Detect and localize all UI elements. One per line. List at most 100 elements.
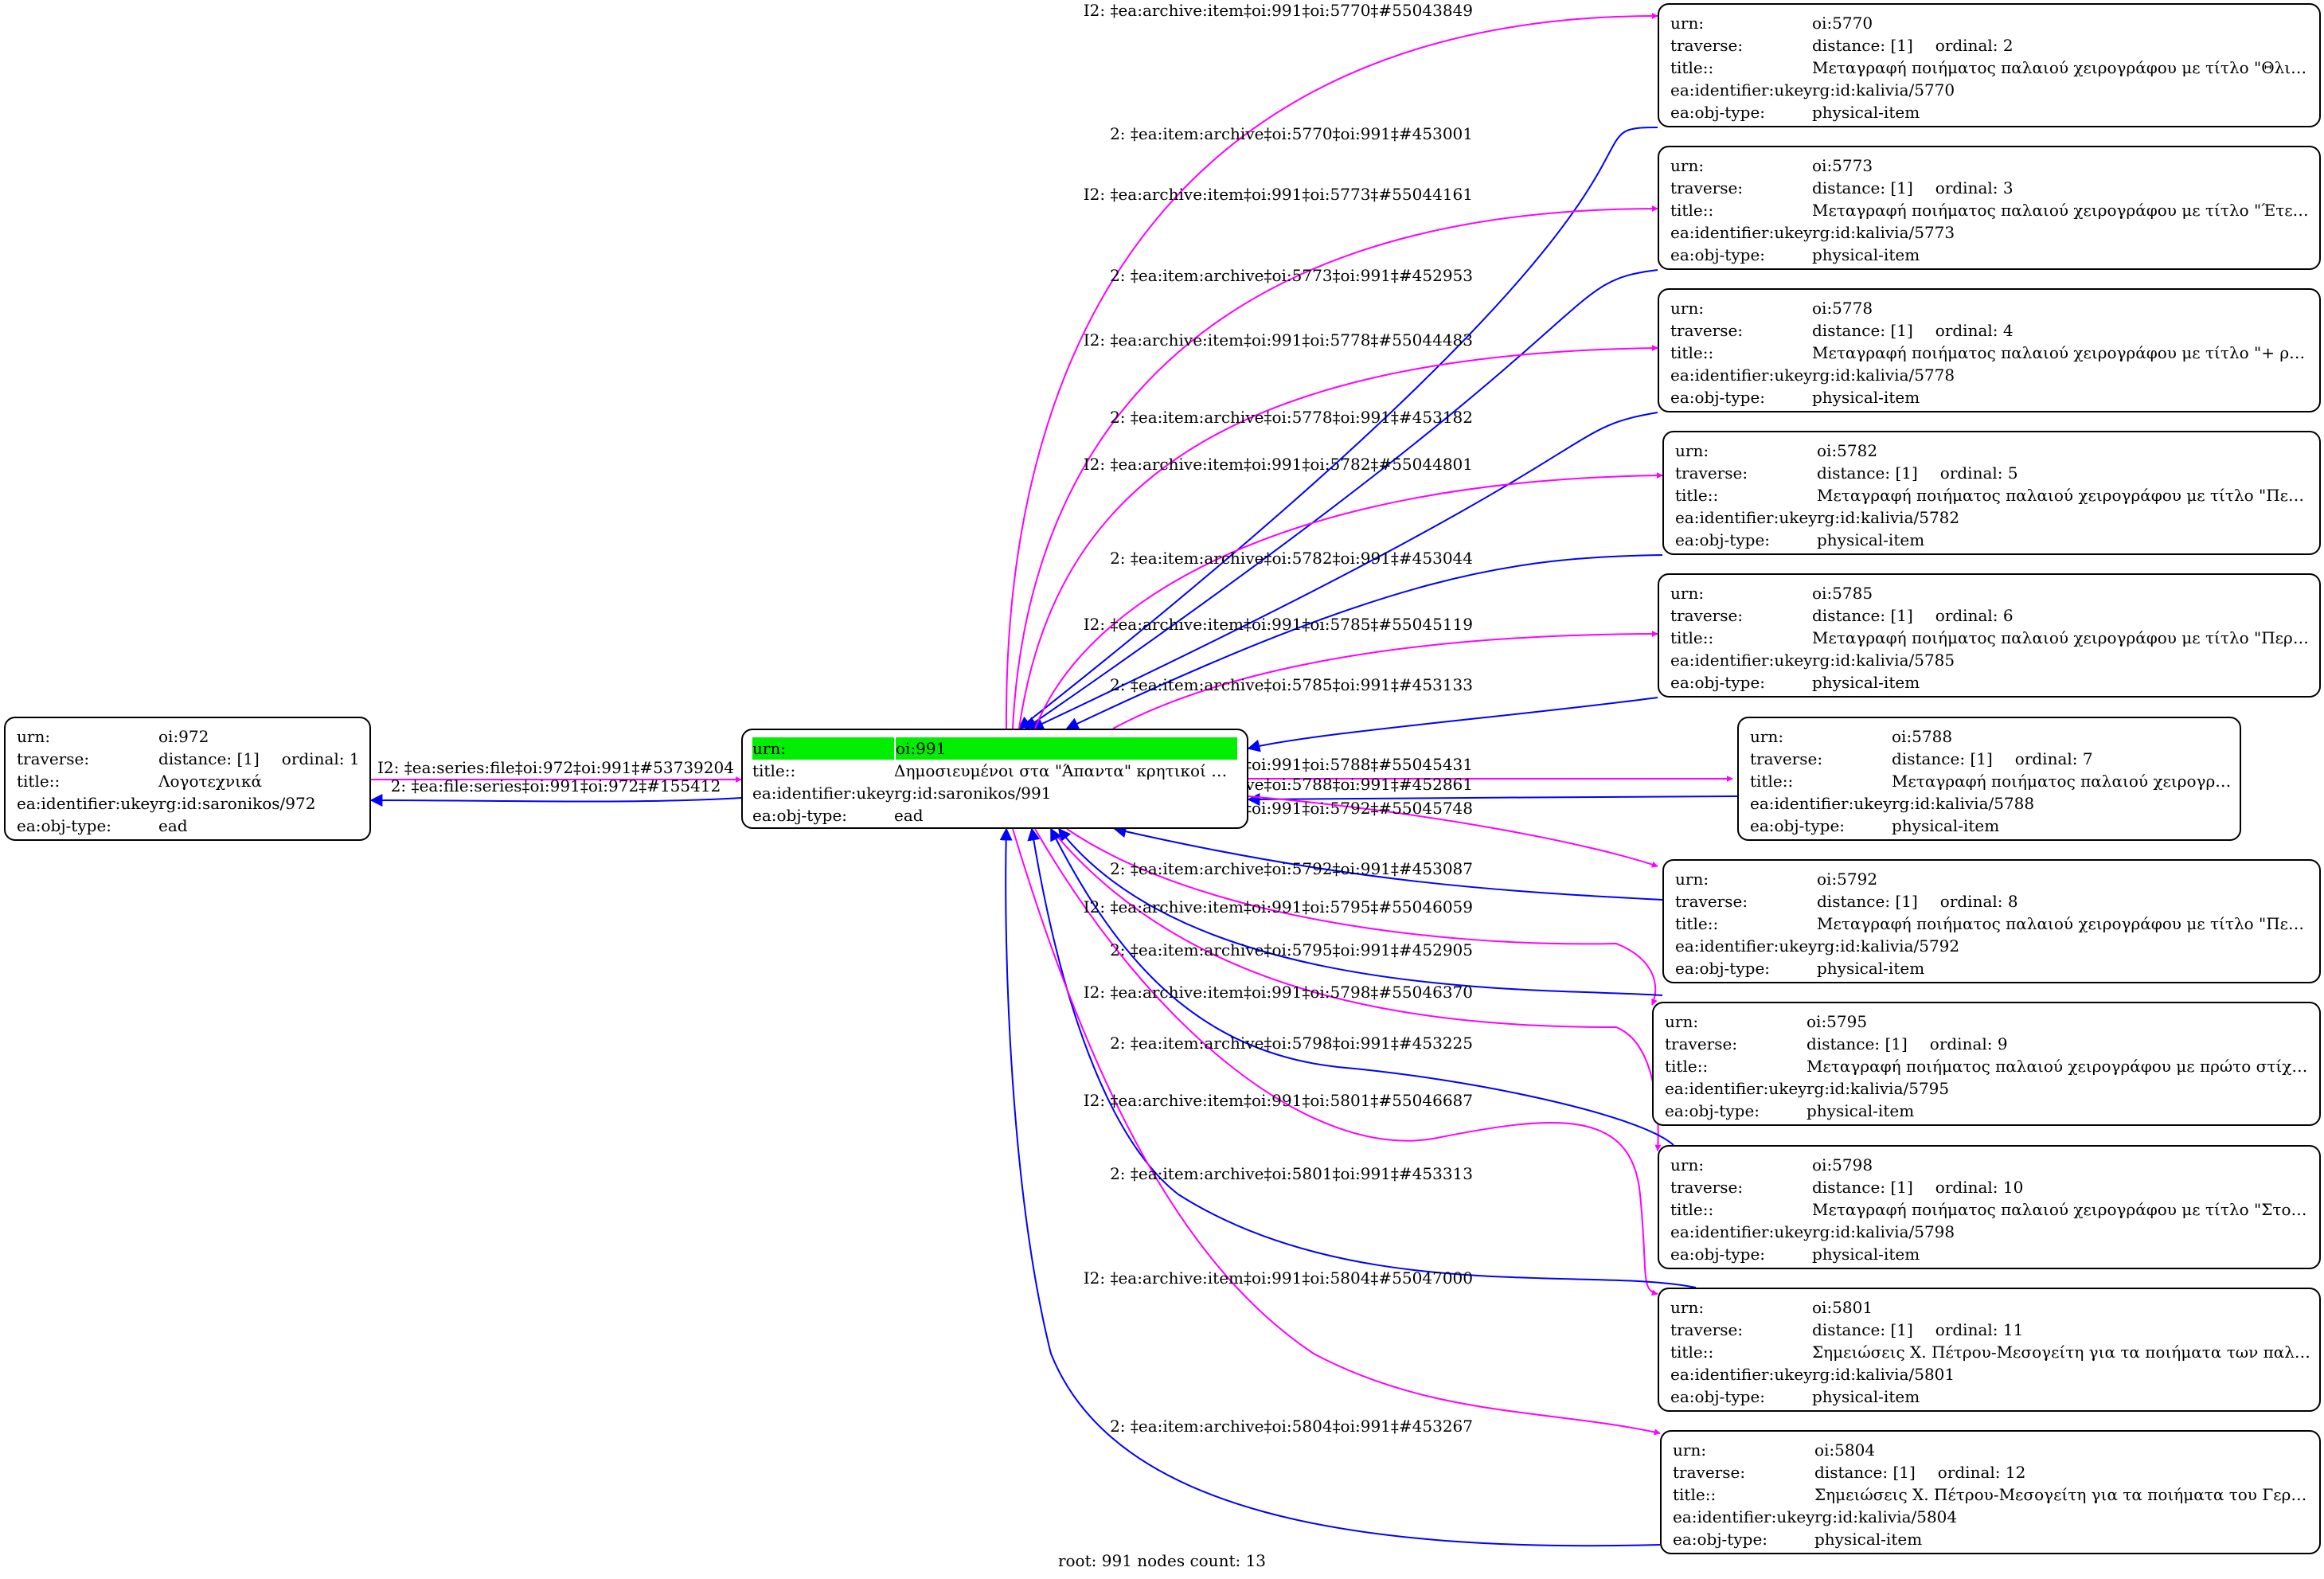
edge-reverse (1247, 792, 1738, 806)
parent-node[interactable]: urn:oi:972 traverse:distance: [1]ordinal… (4, 717, 371, 841)
edge-label-forward: I2: ‡ea:archive:item‡oi:991‡oi:5804‡#550… (1084, 1268, 1473, 1288)
title-row: title::Μεταγραφή ποιήματος παλαιού χειρο… (1670, 342, 2311, 364)
urn-row: urn:oi:5804 (1673, 1439, 2311, 1461)
distance-value: distance: [1] (1812, 321, 1913, 340)
field-label: ea:obj-type: (1673, 1530, 1768, 1549)
field-label: urn: (1675, 870, 1709, 889)
distance-value: distance: [1] (1806, 1034, 1908, 1053)
edge-label-reverse: 2: ‡ea:item:archive‡oi:5782‡oi:991‡#4530… (1110, 549, 1473, 568)
edge-label-forward: I2: ‡ea:archive:item‡oi:991‡oi:5798‡#550… (1084, 983, 1473, 1002)
field-label: title:: (1670, 58, 1714, 77)
objtype-row: ea:obj-type:ead (752, 804, 1237, 827)
edge-label-forward: I2: ‡ea:archive:item‡oi:991‡oi:5773‡#550… (1084, 185, 1473, 204)
field-label: urn: (1670, 1155, 1705, 1174)
objtype-row: ea:obj-type:physical-item (1670, 671, 2311, 694)
objtype-value: ead (158, 816, 188, 835)
traverse-row: traverse:distance: [1]ordinal: 3 (1670, 177, 2311, 199)
edge-label-forward: I2: ‡ea:archive:item‡oi:991‡oi:5782‡#550… (1084, 455, 1473, 474)
field-label: traverse: (1675, 463, 1748, 483)
ordinal-value: ordinal: 3 (1935, 178, 2013, 197)
traverse-row: traverse:distance: [1]ordinal: 5 (1675, 462, 2311, 484)
edge-label-reverse: 2: ‡ea:item:archive‡oi:5792‡oi:991‡#4530… (1110, 859, 1473, 878)
field-label: urn: (17, 727, 51, 746)
field-label: ea:identifier:ukey (1673, 1507, 1814, 1526)
field-label: ea:obj-type: (1670, 1387, 1766, 1406)
edge-label-forward: I2: ‡ea:archive:item‡oi:991‡oi:5801‡#550… (1084, 1091, 1473, 1110)
urn-row: urn:oi:991 (752, 737, 1237, 760)
objtype-row: ea:obj-type:physical-item (1670, 386, 2311, 408)
objtype-row: ea:obj-type:physical-item (1670, 1386, 2311, 1408)
title-row: title::Μεταγραφή ποιήματος παλαιού χειρο… (1670, 199, 2311, 221)
edge-forward (1112, 631, 1658, 729)
field-label: traverse: (1665, 1034, 1738, 1053)
title-row: title::Μεταγραφή ποιήματος παλαιού χειρο… (1750, 770, 2232, 792)
field-label: ea:obj-type: (752, 806, 848, 825)
urn-row: urn:oi:5788 (1750, 725, 2232, 748)
field-label: urn: (752, 737, 896, 760)
field-label: ea:identifier:ukey (1670, 223, 1812, 242)
ordinal-value: ordinal: 4 (1935, 321, 2013, 340)
distance-value: distance: [1] (1812, 606, 1913, 625)
ukey-value: rg:id:kalivia/5804 (1814, 1507, 1958, 1526)
ukey-value: rg:id:kalivia/5798 (1812, 1222, 1955, 1241)
title-row: title::Δημοσιευμένοι στα "Άπαντα" κρητικ… (752, 760, 1237, 782)
ukey-value: rg:id:kalivia/5795 (1806, 1079, 1950, 1098)
urn-row: urn:oi:972 (17, 725, 361, 748)
field-label: ea:identifier:ukey (1670, 651, 1812, 670)
traverse-row: traverse:distance: [1]ordinal: 6 (1670, 604, 2311, 627)
field-label: traverse: (1670, 1320, 1744, 1339)
title-value: Μεταγραφή ποιήματος παλαιού χειρογράφου (1892, 772, 2232, 791)
edge-label-forward: I2: ‡ea:archive:item‡oi:991‡oi:5795‡#550… (1084, 897, 1473, 917)
edge-label-reverse: 2: ‡ea:item:archive‡oi:5804‡oi:991‡#4532… (1110, 1417, 1473, 1436)
urn-row: urn:oi:5795 (1665, 1010, 2311, 1033)
traverse-row: traverse:distance: [1]ordinal: 4 (1670, 319, 2311, 342)
field-label: title:: (1675, 914, 1719, 933)
title-row: title::Μεταγραφή ποιήματος παλαιού χειρο… (1670, 57, 2311, 79)
field-label: urn: (1665, 1012, 1699, 1031)
title-value: Μεταγραφή ποιήματος παλαιού χειρογράφου … (1817, 486, 2311, 505)
ukey-value: rg:id:kalivia/5773 (1812, 223, 1955, 242)
title-value: Μεταγραφή ποιήματος παλαιού χειρογράφου … (1812, 1200, 2311, 1219)
ordinal-value: ordinal: 10 (1935, 1178, 2024, 1197)
field-label: title:: (1670, 1343, 1714, 1362)
edge-label-forward: I2: ‡ea:archive:item‡oi:991‡oi:5785‡#550… (1084, 615, 1473, 634)
objtype-value: physical-item (1812, 673, 1920, 692)
traverse-row: traverse:distance: [1]ordinal: 10 (1670, 1176, 2311, 1198)
objtype-row: ea:obj-type:physical-item (1670, 244, 2311, 266)
title-row: title::Μεταγραφή ποιήματος παλαιού χειρο… (1670, 1198, 2311, 1221)
urn-value: oi:5792 (1817, 870, 1878, 889)
field-label: urn: (1670, 1298, 1705, 1317)
field-label: traverse: (1673, 1463, 1746, 1482)
objtype-row: ea:obj-type:physical-item (1670, 101, 2311, 123)
edge-reverse (1065, 554, 1663, 730)
field-label: traverse: (1670, 178, 1744, 197)
field-label: title:: (1673, 1485, 1717, 1504)
urn-row: urn:oi:5801 (1670, 1296, 2311, 1319)
edge-label-reverse: 2: ‡ea:item:archive‡oi:5798‡oi:991‡#4532… (1110, 1034, 1473, 1053)
traverse-row: traverse:distance: [1]ordinal: 7 (1750, 748, 2232, 770)
edge-reverse (1017, 127, 1658, 729)
objtype-value: physical-item (1812, 103, 1920, 122)
root-node[interactable]: urn:oi:991 title::Δημοσιευμένοι στα "Άπα… (741, 729, 1248, 829)
field-label: urn: (1670, 14, 1705, 33)
ukey-value: rg:id:kalivia/5778 (1812, 365, 1955, 385)
urn-value: oi:5782 (1817, 441, 1878, 460)
